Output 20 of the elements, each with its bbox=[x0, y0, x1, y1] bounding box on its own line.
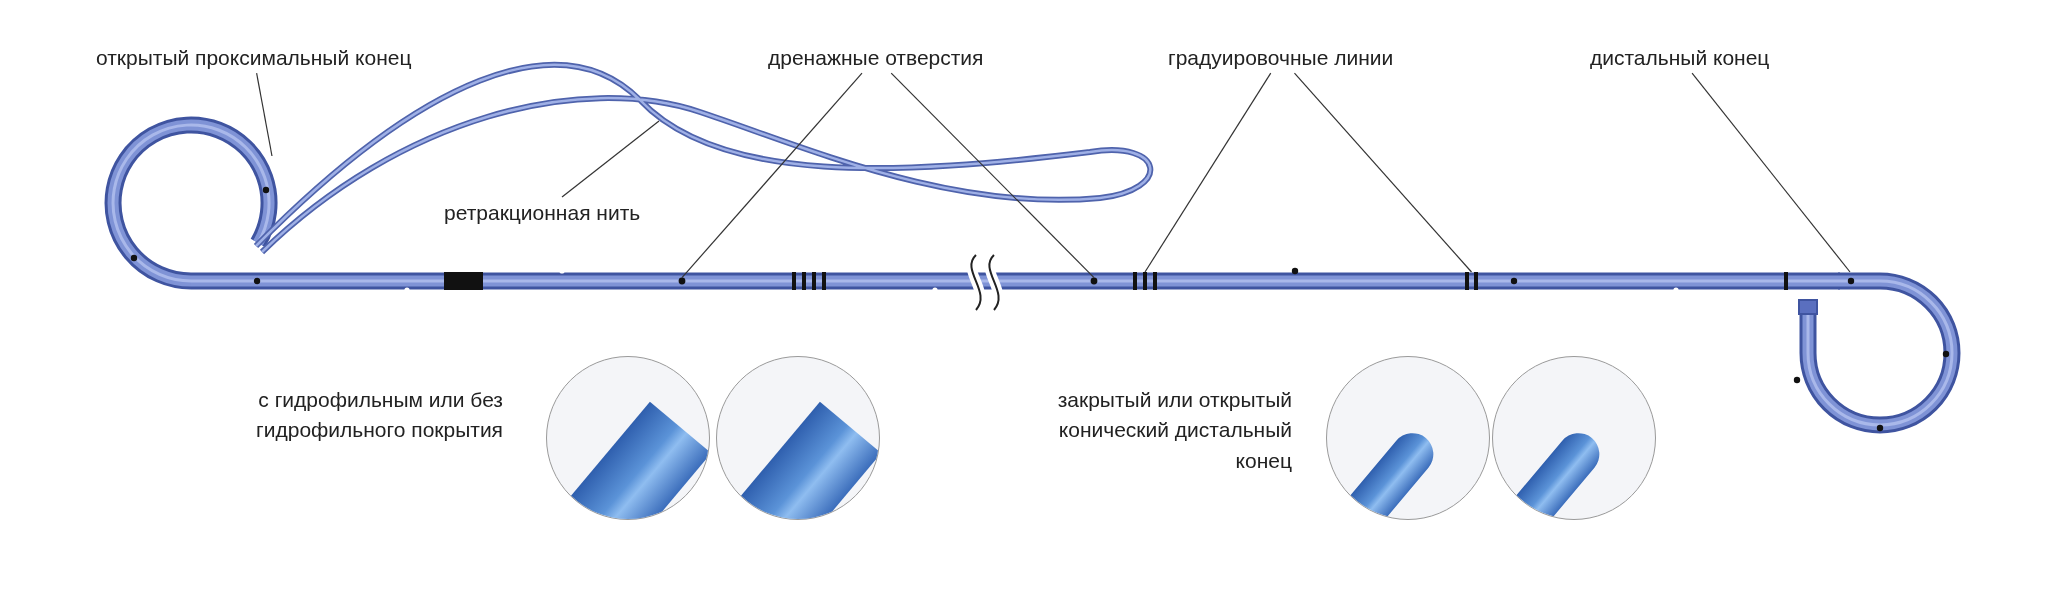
part-label: градуировочные линии bbox=[1168, 45, 1394, 71]
option-caption: с гидрофильным или без гидрофильного покрытия bbox=[255, 387, 503, 444]
distal-curl-drawing bbox=[1793, 272, 1961, 434]
leader-line bbox=[1144, 72, 1272, 273]
proximal-curl-drawing bbox=[104, 116, 278, 290]
leader-line bbox=[681, 72, 863, 279]
graduation-mark bbox=[1133, 272, 1157, 290]
leader-line bbox=[256, 72, 273, 157]
leader-line bbox=[890, 72, 1095, 279]
part-label: открытый проксимальный конец bbox=[96, 45, 412, 71]
graduation-mark bbox=[1465, 272, 1478, 290]
drainage-hole bbox=[678, 277, 686, 285]
drainage-hole bbox=[1090, 277, 1098, 285]
option-caption: закрытый или открытый конический дистальный конец bbox=[1056, 387, 1292, 474]
part-label: ретракционная нить bbox=[444, 200, 641, 226]
leader-line bbox=[1691, 72, 1851, 273]
leader-line bbox=[561, 120, 660, 198]
part-label: дистальный конец bbox=[1590, 45, 1770, 71]
leader-line bbox=[1293, 72, 1473, 273]
part-label: дренажные отверстия bbox=[768, 45, 984, 71]
